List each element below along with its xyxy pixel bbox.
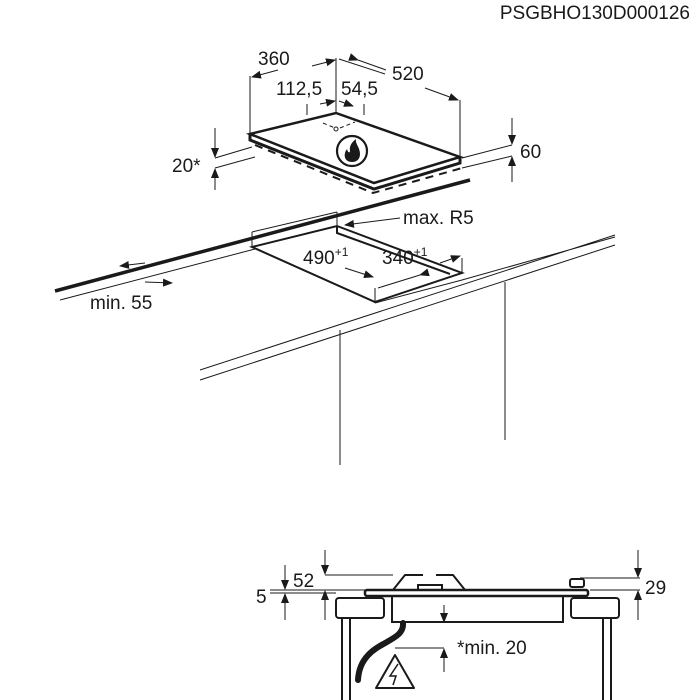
dim-5-label: 5 [256, 587, 267, 608]
max-r5-label: max. R5 [403, 208, 474, 229]
hob-dimensions [211, 53, 516, 190]
cutout-340-label: 340+1 [382, 245, 428, 269]
min-55-label: min. 55 [90, 293, 152, 314]
min-20-label: *min. 20 [457, 638, 527, 659]
dim-112-5-label: 112,5 [276, 79, 322, 100]
dim-520-label: 520 [392, 64, 424, 85]
dim-20-label: 20* [172, 156, 201, 177]
cutout-490-label: 490+1 [303, 245, 349, 269]
dim-360-label: 360 [258, 49, 290, 70]
dim-52-label: 52 [293, 571, 314, 592]
countertop [54, 178, 616, 465]
dim-60-label: 60 [520, 142, 541, 163]
gas-flame-icon [335, 134, 369, 168]
dim-54-5-label: 54,5 [341, 79, 378, 100]
product-code: PSGBHO130D000126 [500, 3, 690, 24]
electric-hazard-icon [375, 654, 415, 689]
dim-29-label: 29 [645, 578, 666, 599]
hob-section [270, 550, 642, 700]
